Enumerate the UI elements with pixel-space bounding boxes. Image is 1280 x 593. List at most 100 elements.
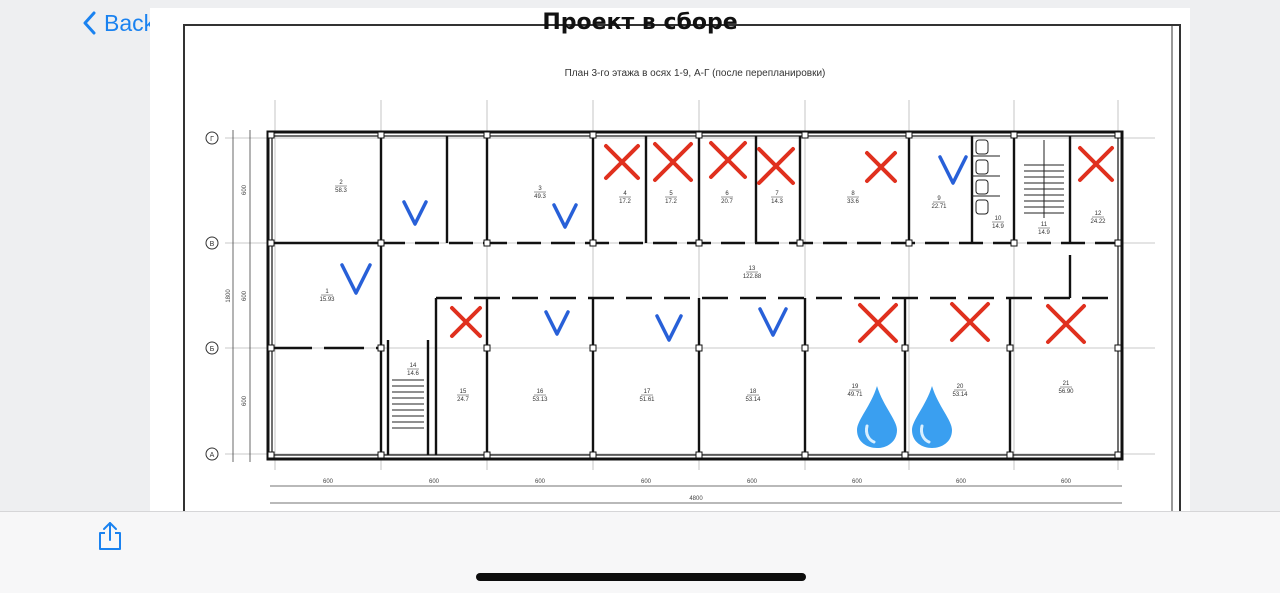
room-number: 11 [1041, 222, 1048, 228]
blue-check-mark [340, 263, 372, 295]
room-area: 56.90 [1058, 389, 1074, 395]
drawing-frame [183, 24, 1181, 521]
room-area: 49.71 [847, 392, 863, 398]
room-area: 33.6 [847, 199, 859, 205]
col-dim: 600 [1061, 479, 1072, 485]
row-dim: 600 [242, 290, 248, 301]
red-cross-mark [1078, 146, 1114, 182]
room-area: 58.3 [335, 188, 347, 194]
red-cross-mark [865, 151, 897, 183]
room-area: 49.3 [534, 194, 546, 200]
floor-plan-drawing: План 3-го этажа в осях 1-9, А-Г (после п… [183, 24, 1181, 521]
axis-bubble [205, 341, 219, 355]
blue-check-mark [938, 155, 968, 185]
axis-label: В [210, 241, 215, 248]
row-dim: 600 [242, 184, 248, 195]
document-page[interactable]: План 3-го этажа в осях 1-9, А-Г (после п… [150, 8, 1190, 521]
staircase-upper [1024, 140, 1064, 218]
room-area: 24.7 [457, 397, 469, 403]
blue-check-mark [552, 203, 578, 229]
structural-columns [267, 131, 1122, 459]
axis-bubble [205, 447, 219, 461]
red-cross-mark [1046, 304, 1086, 344]
room-number: 21 [1063, 381, 1070, 387]
red-cross-mark [709, 141, 747, 179]
room-area: 14.9 [992, 224, 1004, 230]
interior-walls [272, 136, 1118, 455]
staircase-lower [392, 379, 424, 429]
room-number: 16 [537, 389, 544, 395]
red-cross-mark [653, 142, 693, 182]
room-number: 6 [725, 191, 729, 197]
water-drop-icon [912, 386, 952, 448]
red-cross-mark [604, 144, 640, 180]
room-number: 14 [410, 363, 417, 369]
vertical-dimensions [232, 130, 251, 462]
room-number: 1 [325, 289, 329, 295]
room-number: 5 [669, 191, 673, 197]
red-cross-mark [450, 306, 482, 338]
room-area: 51.61 [639, 397, 655, 403]
room-area: 53.13 [532, 397, 548, 403]
col-dim: 600 [535, 479, 546, 485]
room-number: 8 [851, 191, 855, 197]
bottom-toolbar [0, 511, 1280, 593]
row-dim: 600 [242, 395, 248, 406]
room-area: 53.14 [745, 397, 761, 403]
room-number: 3 [538, 186, 542, 192]
room-area: 20.7 [721, 199, 733, 205]
room-area: 14.3 [771, 199, 783, 205]
room-number: 20 [957, 384, 964, 390]
room-area: 22.71 [931, 204, 947, 210]
home-indicator [476, 573, 806, 581]
room-area: 122.88 [743, 274, 762, 280]
col-dim: 600 [956, 479, 967, 485]
axis-grid [225, 100, 1155, 470]
col-dim: 600 [641, 479, 652, 485]
room-number: 17 [644, 389, 651, 395]
room-area: 53.14 [952, 392, 968, 398]
total-width-dim: 4800 [689, 496, 703, 502]
share-button[interactable] [96, 520, 124, 557]
red-cross-mark [757, 147, 795, 185]
room-number: 2 [339, 180, 343, 186]
row-axis-markers: Г В Б А [205, 131, 219, 461]
blue-check-mark [544, 310, 570, 336]
axis-bubble [205, 236, 219, 250]
room-area: 17.2 [619, 199, 631, 205]
plan-caption: План 3-го этажа в осях 1-9, А-Г (после п… [565, 68, 826, 79]
blue-check-mark [402, 200, 428, 226]
share-icon [99, 522, 121, 550]
exterior-walls [266, 130, 1124, 461]
room-area: 15.93 [319, 297, 335, 303]
toilet-stalls [972, 139, 1000, 215]
axis-label: А [210, 452, 215, 459]
blue-check-mark [655, 314, 683, 342]
axis-label: Б [210, 346, 215, 353]
axis-label: Г [210, 136, 214, 143]
water-drop-icon [857, 386, 897, 448]
room-number: 13 [749, 266, 756, 272]
room-number: 7 [775, 191, 779, 197]
col-dim: 600 [429, 479, 440, 485]
col-dim: 600 [323, 479, 334, 485]
room-area: 14.6 [407, 371, 419, 377]
col-dim: 600 [852, 479, 863, 485]
room-area: 14.9 [1038, 230, 1050, 236]
room-number: 18 [750, 389, 757, 395]
room-number: 12 [1095, 211, 1102, 217]
col-dim: 600 [747, 479, 758, 485]
back-button[interactable]: Back [82, 8, 155, 38]
total-height-dim: 1800 [226, 289, 232, 303]
axis-bubble [205, 131, 219, 145]
blue-check-mark [758, 307, 788, 337]
room-area: 24.22 [1090, 219, 1106, 225]
room-area: 17.2 [665, 199, 677, 205]
page-title: Проект в сборе [542, 10, 738, 35]
horizontal-dimensions [270, 485, 1122, 504]
red-cross-mark [950, 302, 990, 342]
room-number: 15 [460, 389, 467, 395]
room-number: 19 [852, 384, 859, 390]
room-number: 9 [937, 196, 941, 202]
room-number: 4 [623, 191, 627, 197]
